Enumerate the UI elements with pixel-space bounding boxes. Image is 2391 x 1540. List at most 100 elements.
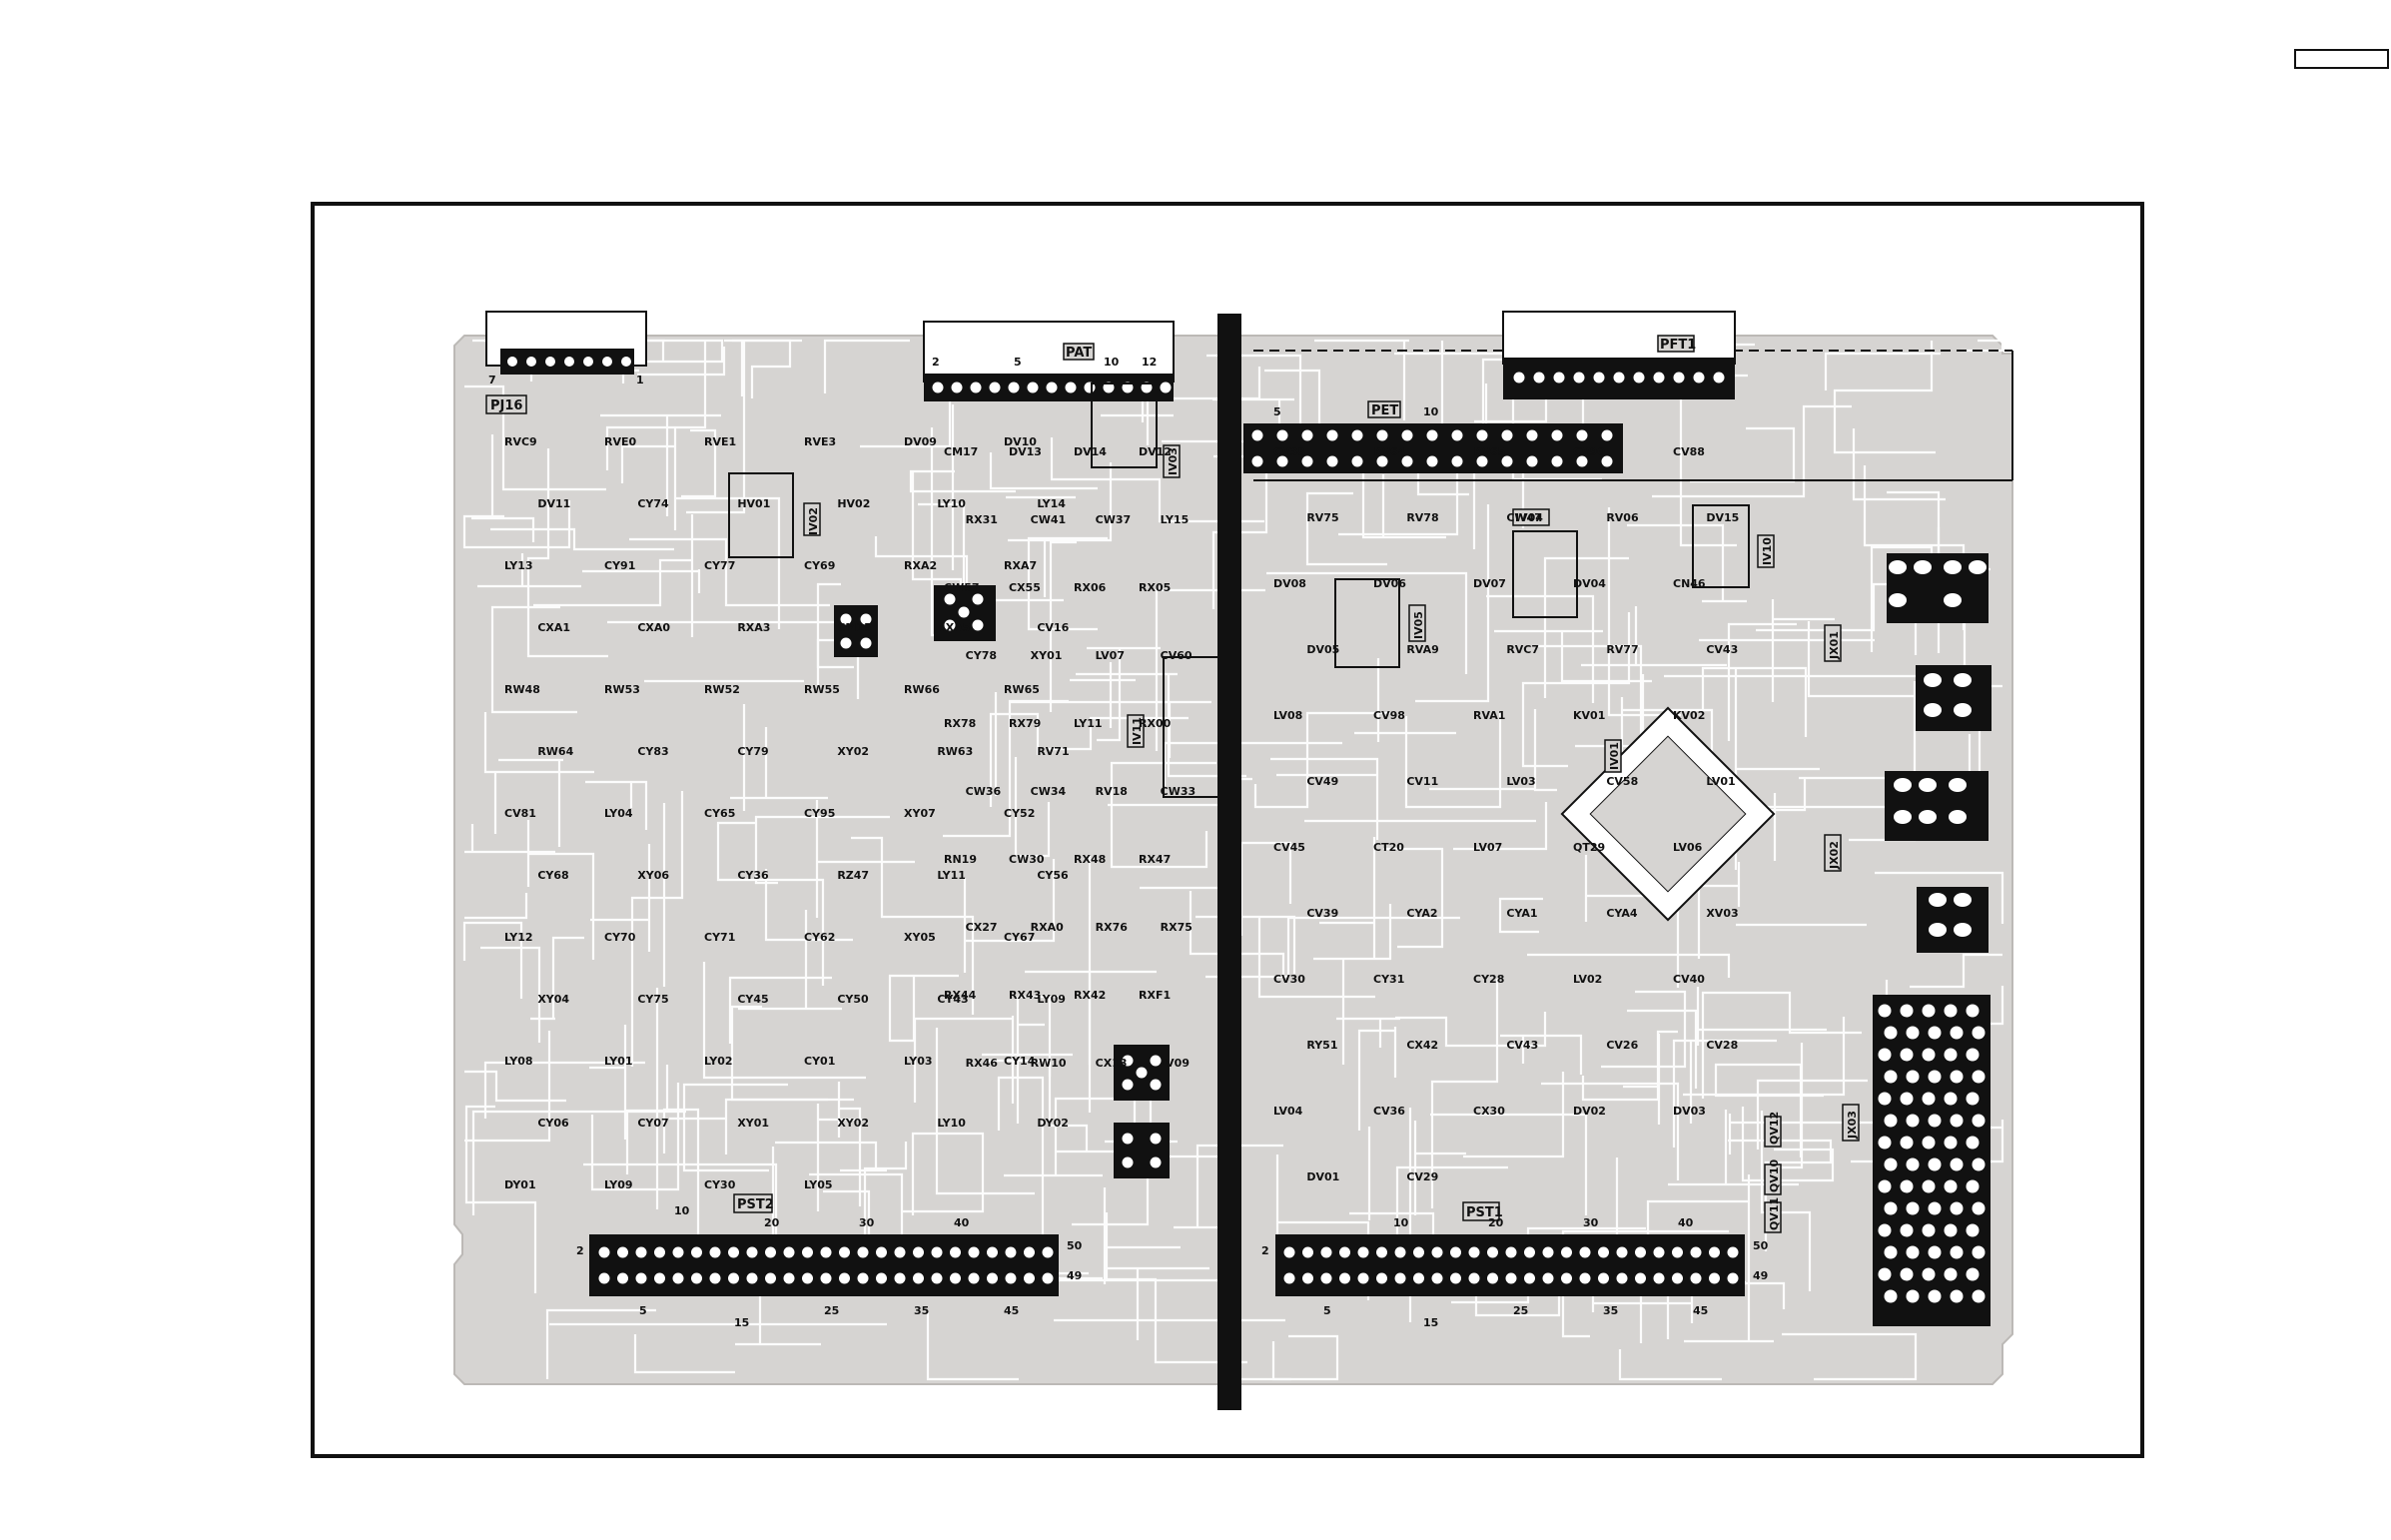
component-label: RX06: [1074, 581, 1107, 594]
component-label: DV10: [1004, 435, 1037, 448]
component-label: RZ47: [837, 869, 869, 882]
pat-pin-12: 12: [1142, 356, 1157, 369]
component-label: DV14: [1074, 445, 1107, 458]
component-label: RW48: [504, 683, 540, 696]
component-label: RVE3: [804, 435, 836, 448]
ic-iv11: IV11: [1127, 656, 1224, 798]
component-label: DV09: [904, 435, 937, 448]
component-label: LY02: [704, 1055, 733, 1068]
component-label: RX44: [944, 989, 977, 1002]
component-label: CX30: [1473, 1105, 1505, 1118]
component-label: LY10: [937, 1117, 966, 1130]
svg-text:2: 2: [1261, 1244, 1269, 1257]
component-label: LY14: [1037, 497, 1066, 510]
component-label: RV06: [1606, 511, 1639, 524]
component-label: RW64: [537, 745, 573, 758]
component-label: RVE1: [704, 435, 736, 448]
component-label: RXA0: [1031, 921, 1064, 934]
component-label: CY62: [804, 931, 835, 944]
component-label: CV28: [1706, 1039, 1738, 1052]
component-label: CY65: [704, 807, 735, 820]
component-label: LY12: [504, 931, 533, 944]
component-label: LV08: [1273, 709, 1302, 722]
component-label: DY02: [1037, 1117, 1069, 1130]
pcb-board-layout: PJ16 7 1 PAT 2 5 10 12 PET 5 10: [453, 311, 2013, 1410]
component-label: CW47: [1506, 511, 1542, 524]
pst2-ref: PST2: [737, 1197, 774, 1212]
component-label: CY68: [537, 869, 568, 882]
component-label: CV60: [1161, 649, 1193, 662]
component-label: DV12: [1139, 445, 1172, 458]
component-label: CV16: [1037, 621, 1069, 634]
component-label: RX48: [1074, 853, 1106, 866]
component-label: RV18: [1096, 785, 1128, 798]
board-divider: [1217, 314, 1241, 1410]
component-label: CW34: [1031, 785, 1067, 798]
component-label: CY83: [637, 745, 668, 758]
component-label: LY11: [937, 869, 966, 882]
component-label: XY01: [737, 1117, 769, 1130]
component-label: CV90: [1573, 445, 1605, 458]
component-label: CY78: [966, 649, 997, 662]
connector-pst2: PST2 10 20 30 40 50 49 45 35 25 15 5 2: [576, 1193, 1083, 1329]
component-label: CY95: [804, 807, 835, 820]
svg-text:25: 25: [1513, 1304, 1528, 1317]
component-label: CV38: [1273, 445, 1305, 458]
component-label: CW30: [1009, 853, 1045, 866]
ic-iv05: IV05: [1334, 578, 1426, 668]
component-label: RV64: [1373, 445, 1406, 458]
component-label: CY30: [704, 1178, 736, 1191]
svg-text:40: 40: [954, 1216, 970, 1229]
component-label: RV65: [1473, 445, 1505, 458]
svg-text:15: 15: [1423, 1316, 1438, 1329]
component-label: RX00: [1139, 717, 1172, 730]
svg-text:35: 35: [1603, 1304, 1618, 1317]
component-label: LV09: [1161, 1057, 1190, 1070]
svg-text:IV02: IV02: [807, 507, 820, 535]
component-label: LV06: [1673, 841, 1703, 854]
component-label: DV15: [1706, 511, 1739, 524]
component-label: LV07: [1096, 649, 1125, 662]
component-label: CY52: [1004, 807, 1035, 820]
component-label: DV08: [1273, 577, 1306, 590]
pet-ref: PET: [1371, 403, 1398, 418]
component-label: RW10: [1031, 1057, 1067, 1070]
component-label: CN46: [1673, 577, 1706, 590]
svg-text:5: 5: [639, 1304, 647, 1317]
component-label: XY01: [1031, 649, 1063, 662]
component-label: CV26: [1606, 1039, 1638, 1052]
component-label: KV01: [1573, 709, 1605, 722]
svg-text:IV11: IV11: [1131, 717, 1144, 745]
component-label: DV04: [1573, 577, 1606, 590]
svg-text:40: 40: [1678, 1216, 1694, 1229]
pj16-pin-7: 7: [488, 374, 496, 386]
component-label: CV30: [1273, 973, 1305, 986]
component-label: CY43: [937, 993, 968, 1006]
av-jacks: JX01 JX02 JX03: [1824, 553, 1992, 1326]
component-label: LY13: [504, 559, 533, 572]
connector-pft1: PFT1: [1502, 311, 1736, 399]
component-label: XY02: [837, 1117, 869, 1130]
component-label: DV13: [1009, 445, 1042, 458]
component-label: CY69: [804, 559, 835, 572]
component-label: CV43: [1506, 1039, 1538, 1052]
component-label: LV02: [1573, 973, 1602, 986]
component-label: RVA9: [1406, 643, 1438, 656]
component-label: CY50: [837, 993, 869, 1006]
component-label: RXF1: [1139, 989, 1171, 1002]
svg-text:2: 2: [576, 1244, 584, 1257]
ic-iv01-qfp: IV01: [1560, 706, 1776, 922]
pst1-ref: PST1: [1466, 1205, 1503, 1220]
component-label: CY06: [537, 1117, 569, 1130]
svg-text:35: 35: [914, 1304, 929, 1317]
component-label: LY04: [604, 807, 633, 820]
component-label: DV02: [1573, 1105, 1606, 1118]
component-label: XY05: [904, 931, 936, 944]
svg-text:45: 45: [1693, 1304, 1708, 1317]
svg-text:45: 45: [1004, 1304, 1019, 1317]
component-label: CY36: [737, 869, 769, 882]
component-label: RW63: [937, 745, 973, 758]
component-label: CY67: [1004, 931, 1035, 944]
